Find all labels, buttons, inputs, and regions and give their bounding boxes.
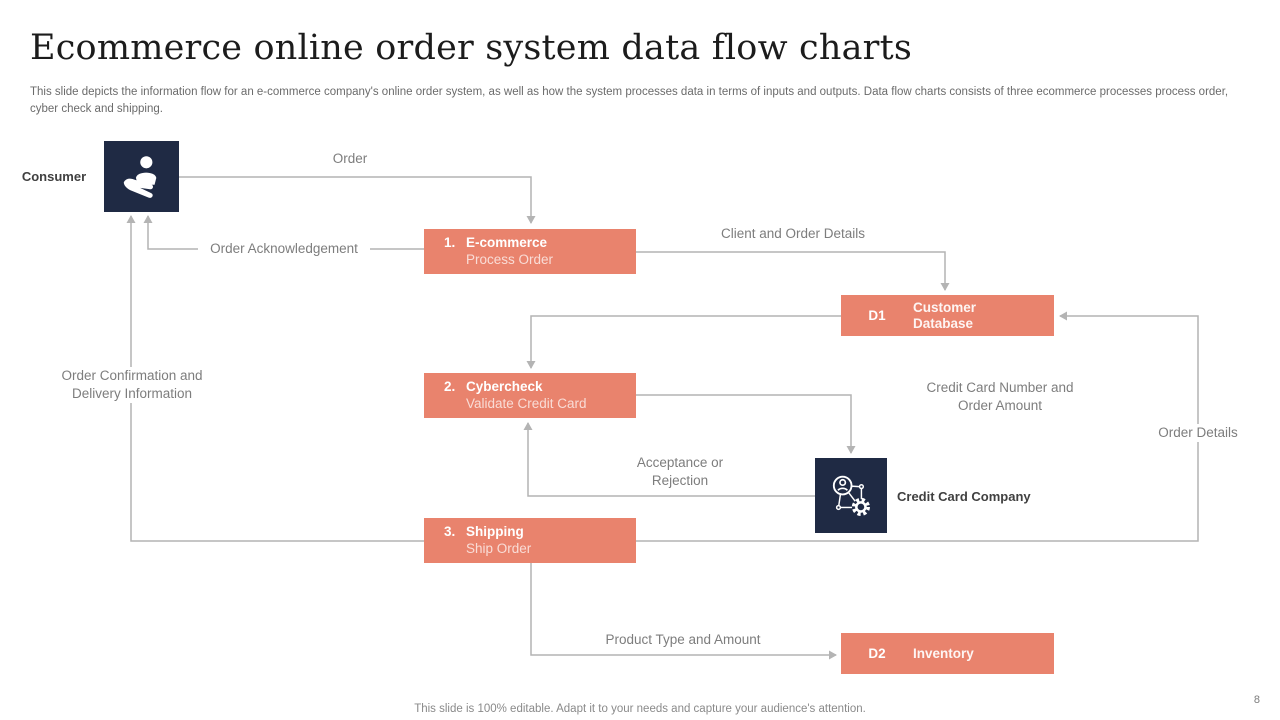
connector-client-order-details [636, 251, 950, 291]
process-shipping: 3. Shipping Ship Order [424, 518, 636, 563]
process-shipping-subtitle: Ship Order [466, 541, 532, 556]
process-cybercheck-subtitle: Validate Credit Card [466, 396, 587, 411]
flow-label-order-confirmation: Order Confirmation and Delivery Informat… [52, 367, 212, 403]
connector-acceptance-rejection [523, 422, 815, 497]
connector-order-confirmation [126, 215, 424, 542]
connector-product-type-amount [530, 563, 837, 660]
process-ecommerce: 1. E-commerce Process Order [424, 229, 636, 274]
flow-label-acceptance-or-rejection: Acceptance or Rejection [624, 454, 736, 490]
credit-card-company-node [815, 458, 887, 533]
datastore-d1-label: Customer Database [913, 299, 977, 331]
slide-subtitle: This slide depicts the information flow … [30, 86, 1229, 115]
consumer-label: Consumer [21, 169, 87, 184]
network-gear-icon [826, 471, 876, 521]
page-number: 8 [1253, 694, 1260, 706]
datastore-d2-id: D2 [868, 646, 886, 661]
process-ecommerce-number: 1. [444, 235, 456, 250]
slide-footer: This slide is 100% editable. Adapt it to… [414, 703, 866, 715]
process-cybercheck-title: Cybercheck [466, 379, 543, 394]
connector-credit-card-number [636, 394, 856, 454]
process-ecommerce-subtitle: Process Order [466, 252, 554, 267]
datastore-customer-database: D1 Customer Database [841, 295, 1054, 336]
connector-order [179, 176, 536, 224]
process-shipping-number: 3. [444, 524, 456, 539]
connector-order-details [636, 311, 1199, 542]
flow-label-client-and-order-details: Client and Order Details [720, 226, 866, 241]
flow-label-order: Order [332, 151, 368, 166]
datastore-inventory: D2 Inventory [841, 633, 1054, 674]
customer-care-icon [116, 151, 168, 203]
consumer-node [104, 141, 179, 212]
connector-d1-to-cybercheck [526, 315, 841, 369]
credit-card-company-label: Credit Card Company [897, 489, 1031, 504]
flow-label-product-type-and-amount: Product Type and Amount [605, 632, 761, 647]
process-cybercheck: 2. Cybercheck Validate Credit Card [424, 373, 636, 418]
datastore-d2-label: Inventory [913, 645, 974, 661]
flow-label-credit-card-number: Credit Card Number and Order Amount [926, 380, 1074, 413]
process-cybercheck-number: 2. [444, 379, 456, 394]
flow-label-order-acknowledgement: Order Acknowledgement [198, 240, 370, 258]
process-shipping-title: Shipping [466, 524, 524, 539]
process-ecommerce-title: E-commerce [466, 235, 548, 250]
datastore-d1-id: D1 [868, 308, 886, 323]
flow-label-order-details: Order Details [1146, 424, 1250, 442]
page-title: Ecommerce online order system data flow … [30, 28, 913, 68]
